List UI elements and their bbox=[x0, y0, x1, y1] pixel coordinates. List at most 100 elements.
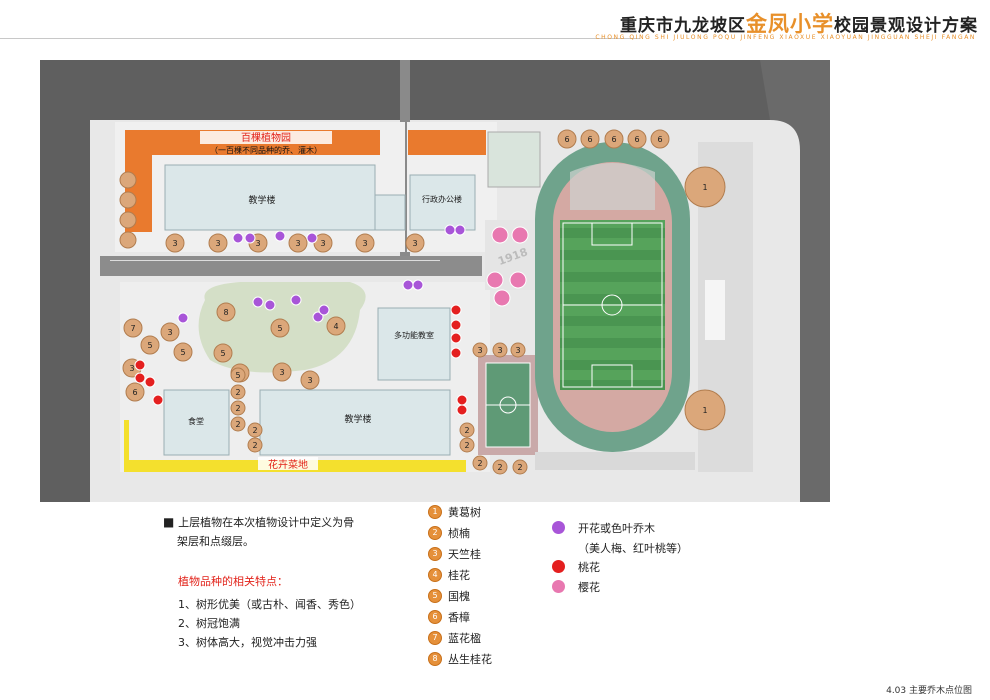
tree-number: 5 bbox=[180, 348, 185, 357]
flower-marker bbox=[402, 279, 414, 291]
tree-number: 4 bbox=[333, 322, 338, 331]
species-number-badge: 7 bbox=[428, 631, 442, 645]
species-number-badge: 3 bbox=[428, 547, 442, 561]
tree-marker bbox=[684, 166, 726, 208]
tree-marker bbox=[119, 211, 137, 229]
flower-marker bbox=[177, 312, 189, 324]
tree-number: 5 bbox=[220, 349, 225, 358]
flower-marker bbox=[450, 347, 462, 359]
tree-marker bbox=[140, 335, 160, 355]
page-title: 重庆市九龙坡区金凤小学校园景观设计方案 bbox=[620, 12, 978, 36]
svg-text:食堂: 食堂 bbox=[188, 416, 204, 426]
tree-marker bbox=[173, 342, 193, 362]
garden-zone bbox=[125, 130, 380, 232]
species-name: 桂花 bbox=[448, 569, 470, 582]
internal-road bbox=[100, 256, 482, 276]
tree-number: 1 bbox=[702, 406, 707, 415]
flower-marker bbox=[412, 279, 424, 291]
road-north bbox=[40, 60, 830, 120]
tree-marker bbox=[230, 416, 246, 432]
flower-legend-label: 开花或色叶乔木 bbox=[578, 522, 655, 535]
flower-legend-label: 桃花 bbox=[578, 561, 600, 574]
flower-marker bbox=[134, 372, 146, 384]
species-name: 丛生桂花 bbox=[448, 653, 492, 666]
tree-number: 2 bbox=[464, 441, 469, 450]
tree-marker bbox=[405, 233, 425, 253]
tree-number: 2 bbox=[497, 463, 502, 472]
flower-marker bbox=[486, 271, 504, 289]
tree-number: 3 bbox=[320, 239, 325, 248]
page-subtitle: CHONG QING SHI JIULONG POQU JINFENG XIAO… bbox=[595, 34, 976, 41]
flower-veg-label: 花卉菜地 bbox=[268, 458, 308, 471]
tree-marker bbox=[650, 129, 670, 149]
tree-number: 2 bbox=[235, 388, 240, 397]
tree-marker bbox=[492, 459, 508, 475]
tennis-courts bbox=[487, 131, 541, 188]
flowering-tree-dot-icon bbox=[552, 521, 565, 534]
flower-marker bbox=[252, 296, 264, 308]
tree-marker bbox=[270, 318, 290, 338]
tree-marker bbox=[160, 322, 180, 342]
tree-marker bbox=[510, 342, 526, 358]
species-name: 国槐 bbox=[448, 590, 470, 603]
tree-number: 5 bbox=[235, 371, 240, 380]
road-west bbox=[40, 60, 90, 502]
tree-number: 6 bbox=[132, 388, 137, 397]
tree-number: 5 bbox=[277, 324, 282, 333]
tree-number: 2 bbox=[235, 420, 240, 429]
tree-number: 6 bbox=[611, 135, 616, 144]
tree-marker bbox=[300, 370, 320, 390]
species-number-badge: 6 bbox=[428, 610, 442, 624]
road-east bbox=[760, 60, 830, 502]
tree-number: 6 bbox=[634, 135, 639, 144]
flower-marker bbox=[511, 226, 529, 244]
tree-marker bbox=[580, 129, 600, 149]
flower-marker bbox=[493, 289, 511, 307]
tree-marker bbox=[123, 318, 143, 338]
tree-marker bbox=[459, 422, 475, 438]
tree-marker bbox=[272, 362, 292, 382]
tree-marker bbox=[512, 459, 528, 475]
site-plan: 百棵植物园 （一百棵不同品种的乔、灌木） 教学楼 行政办公楼 多功能教室 食堂 … bbox=[40, 60, 830, 502]
flower-marker bbox=[456, 394, 468, 406]
tree-number: 3 bbox=[497, 346, 502, 355]
tree-number: 3 bbox=[307, 376, 312, 385]
flower-marker bbox=[144, 376, 156, 388]
admin-building bbox=[409, 174, 476, 231]
features-title: 植物品种的相关特点： bbox=[178, 575, 288, 588]
tree-marker bbox=[208, 233, 228, 253]
tree-marker bbox=[230, 400, 246, 416]
tree-marker bbox=[288, 233, 308, 253]
flower-marker bbox=[318, 304, 330, 316]
tree-marker bbox=[247, 437, 263, 453]
species-name: 蓝花楹 bbox=[448, 632, 481, 645]
species-number-badge: 8 bbox=[428, 652, 442, 666]
tree-number: 1 bbox=[702, 183, 707, 192]
tree-number: 2 bbox=[252, 426, 257, 435]
species-name: 桢楠 bbox=[448, 527, 470, 540]
tree-marker bbox=[125, 382, 145, 402]
tree-marker bbox=[165, 233, 185, 253]
flower-legend-label: 樱花 bbox=[578, 581, 600, 594]
tree-marker bbox=[684, 389, 726, 431]
flower-marker bbox=[134, 359, 146, 371]
page-label: 4.03 主要乔木点位图 bbox=[886, 686, 972, 696]
flower-marker bbox=[312, 311, 324, 323]
flower-marker bbox=[454, 224, 466, 236]
tree-marker bbox=[119, 191, 137, 209]
tree-marker bbox=[355, 233, 375, 253]
legend-intro: ■ 上层植物在本次植物设计中定义为骨 架层和点缀层。 bbox=[163, 515, 355, 548]
tree-number: 6 bbox=[564, 135, 569, 144]
feature-item: 3、树体高大，视觉冲击力强 bbox=[178, 636, 317, 649]
feature-item: 2、树冠饱满 bbox=[178, 617, 240, 630]
flower-marker bbox=[456, 404, 468, 416]
peach-dot-icon bbox=[552, 560, 565, 573]
tree-marker bbox=[230, 384, 246, 400]
tree-marker bbox=[119, 171, 137, 189]
tree-number: 5 bbox=[147, 341, 152, 350]
tree-marker bbox=[247, 422, 263, 438]
flower-marker bbox=[306, 232, 318, 244]
tree-number: 3 bbox=[129, 364, 134, 373]
tree-marker bbox=[492, 342, 508, 358]
tree-marker bbox=[326, 316, 346, 336]
